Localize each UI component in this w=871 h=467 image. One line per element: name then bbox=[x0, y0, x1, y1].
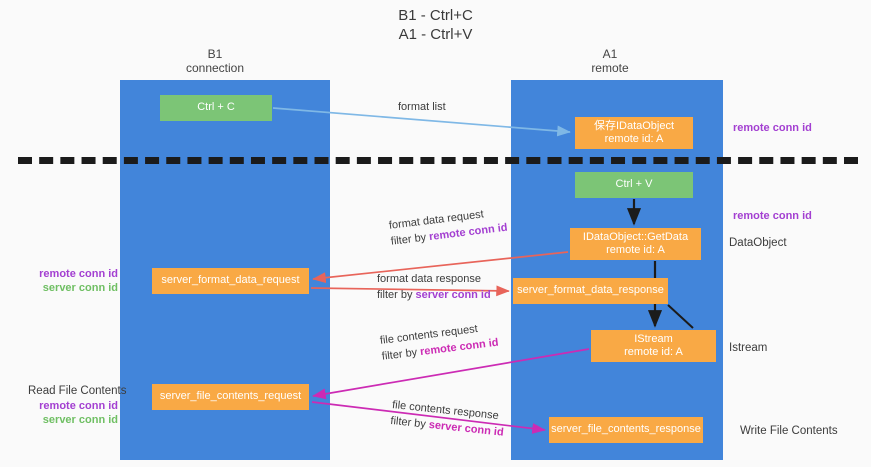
title-line-1: B1 - Ctrl+C bbox=[398, 7, 473, 24]
edge-label-line2: filter by server conn id bbox=[377, 287, 491, 303]
connid-bottom-left: remote conn id server conn id bbox=[22, 400, 118, 427]
column-header-b1: B1 connection bbox=[150, 47, 280, 75]
box-getdata-title: IDataObject::GetData bbox=[582, 230, 689, 243]
edge-label-format-data-response: format data response filter by server co… bbox=[377, 271, 491, 303]
box-istream[interactable]: IStream remote id: A bbox=[591, 330, 716, 362]
connid-mid-right: remote conn id bbox=[733, 210, 812, 224]
label-istream: Istream bbox=[729, 342, 768, 354]
connid-remote-label: remote conn id bbox=[39, 400, 118, 412]
connid-remote-label: remote conn id bbox=[39, 268, 118, 280]
column-header-a1-name: A1 bbox=[602, 47, 618, 61]
box-ctrl-v-label: Ctrl + V bbox=[615, 178, 653, 191]
box-server-file-contents-request[interactable]: server_file_contents_request bbox=[152, 384, 309, 410]
label-dataobject: DataObject bbox=[729, 237, 787, 249]
edge-label-line1: format data response bbox=[377, 273, 481, 285]
title-line-2: A1 - Ctrl+V bbox=[398, 26, 473, 43]
box-server-file-contents-response-label: server_file_contents_response bbox=[551, 423, 701, 436]
box-getdata-subtitle: remote id: A bbox=[606, 244, 665, 256]
column-header-b1-name: B1 bbox=[207, 47, 223, 61]
box-ctrl-v[interactable]: Ctrl + V bbox=[575, 172, 693, 198]
edge-label-prefix: filter by bbox=[377, 289, 416, 301]
connid-server-label: server conn id bbox=[42, 413, 118, 426]
connid-remote-label: remote conn id bbox=[733, 210, 812, 222]
edge-label-format-list-text: format list bbox=[398, 101, 446, 113]
box-server-file-contents-response[interactable]: server_file_contents_response bbox=[549, 417, 703, 443]
edge-label-format-list: format list bbox=[398, 99, 446, 115]
box-ctrl-c[interactable]: Ctrl + C bbox=[160, 95, 272, 121]
phase-divider bbox=[18, 157, 858, 164]
box-server-format-data-request-label: server_format_data_request bbox=[161, 274, 300, 287]
edge-label-prefix: filter by bbox=[381, 346, 421, 363]
box-idataobject-subtitle: remote id: A bbox=[604, 133, 664, 145]
box-istream-title: IStream bbox=[634, 332, 673, 345]
box-server-file-contents-request-label: server_file_contents_request bbox=[159, 390, 302, 403]
connid-top-right: remote conn id bbox=[733, 122, 812, 136]
box-idataobject-title: 保存IDataObject bbox=[593, 119, 675, 132]
box-server-format-data-request[interactable]: server_format_data_request bbox=[152, 268, 309, 294]
box-server-format-data-response[interactable]: server_format_data_response bbox=[513, 278, 668, 304]
box-idataobject-getdata[interactable]: IDataObject::GetData remote id: A bbox=[570, 228, 701, 260]
column-header-b1-role: connection bbox=[185, 61, 245, 75]
diagram-title: B1 - Ctrl+C A1 - Ctrl+V bbox=[0, 6, 871, 44]
edge-label-highlight: server conn id bbox=[415, 289, 491, 301]
edge-label-prefix: filter by bbox=[389, 414, 430, 431]
connid-server-label: server conn id bbox=[42, 281, 118, 294]
column-header-a1: A1 remote bbox=[545, 47, 675, 75]
box-istream-subtitle: remote id: A bbox=[624, 346, 683, 358]
edge-label-prefix: filter by bbox=[390, 231, 430, 248]
column-header-a1-role: remote bbox=[591, 61, 629, 75]
box-server-format-data-response-label: server_format_data_response bbox=[517, 284, 664, 297]
connid-remote-label: remote conn id bbox=[733, 122, 812, 134]
label-read-file-contents: Read File Contents bbox=[28, 385, 127, 397]
box-idataobject[interactable]: 保存IDataObject remote id: A bbox=[575, 117, 693, 149]
connid-mid-left: remote conn id server conn id bbox=[22, 268, 118, 295]
label-write-file-contents: Write File Contents bbox=[740, 425, 838, 437]
box-ctrl-c-label: Ctrl + C bbox=[197, 101, 235, 114]
